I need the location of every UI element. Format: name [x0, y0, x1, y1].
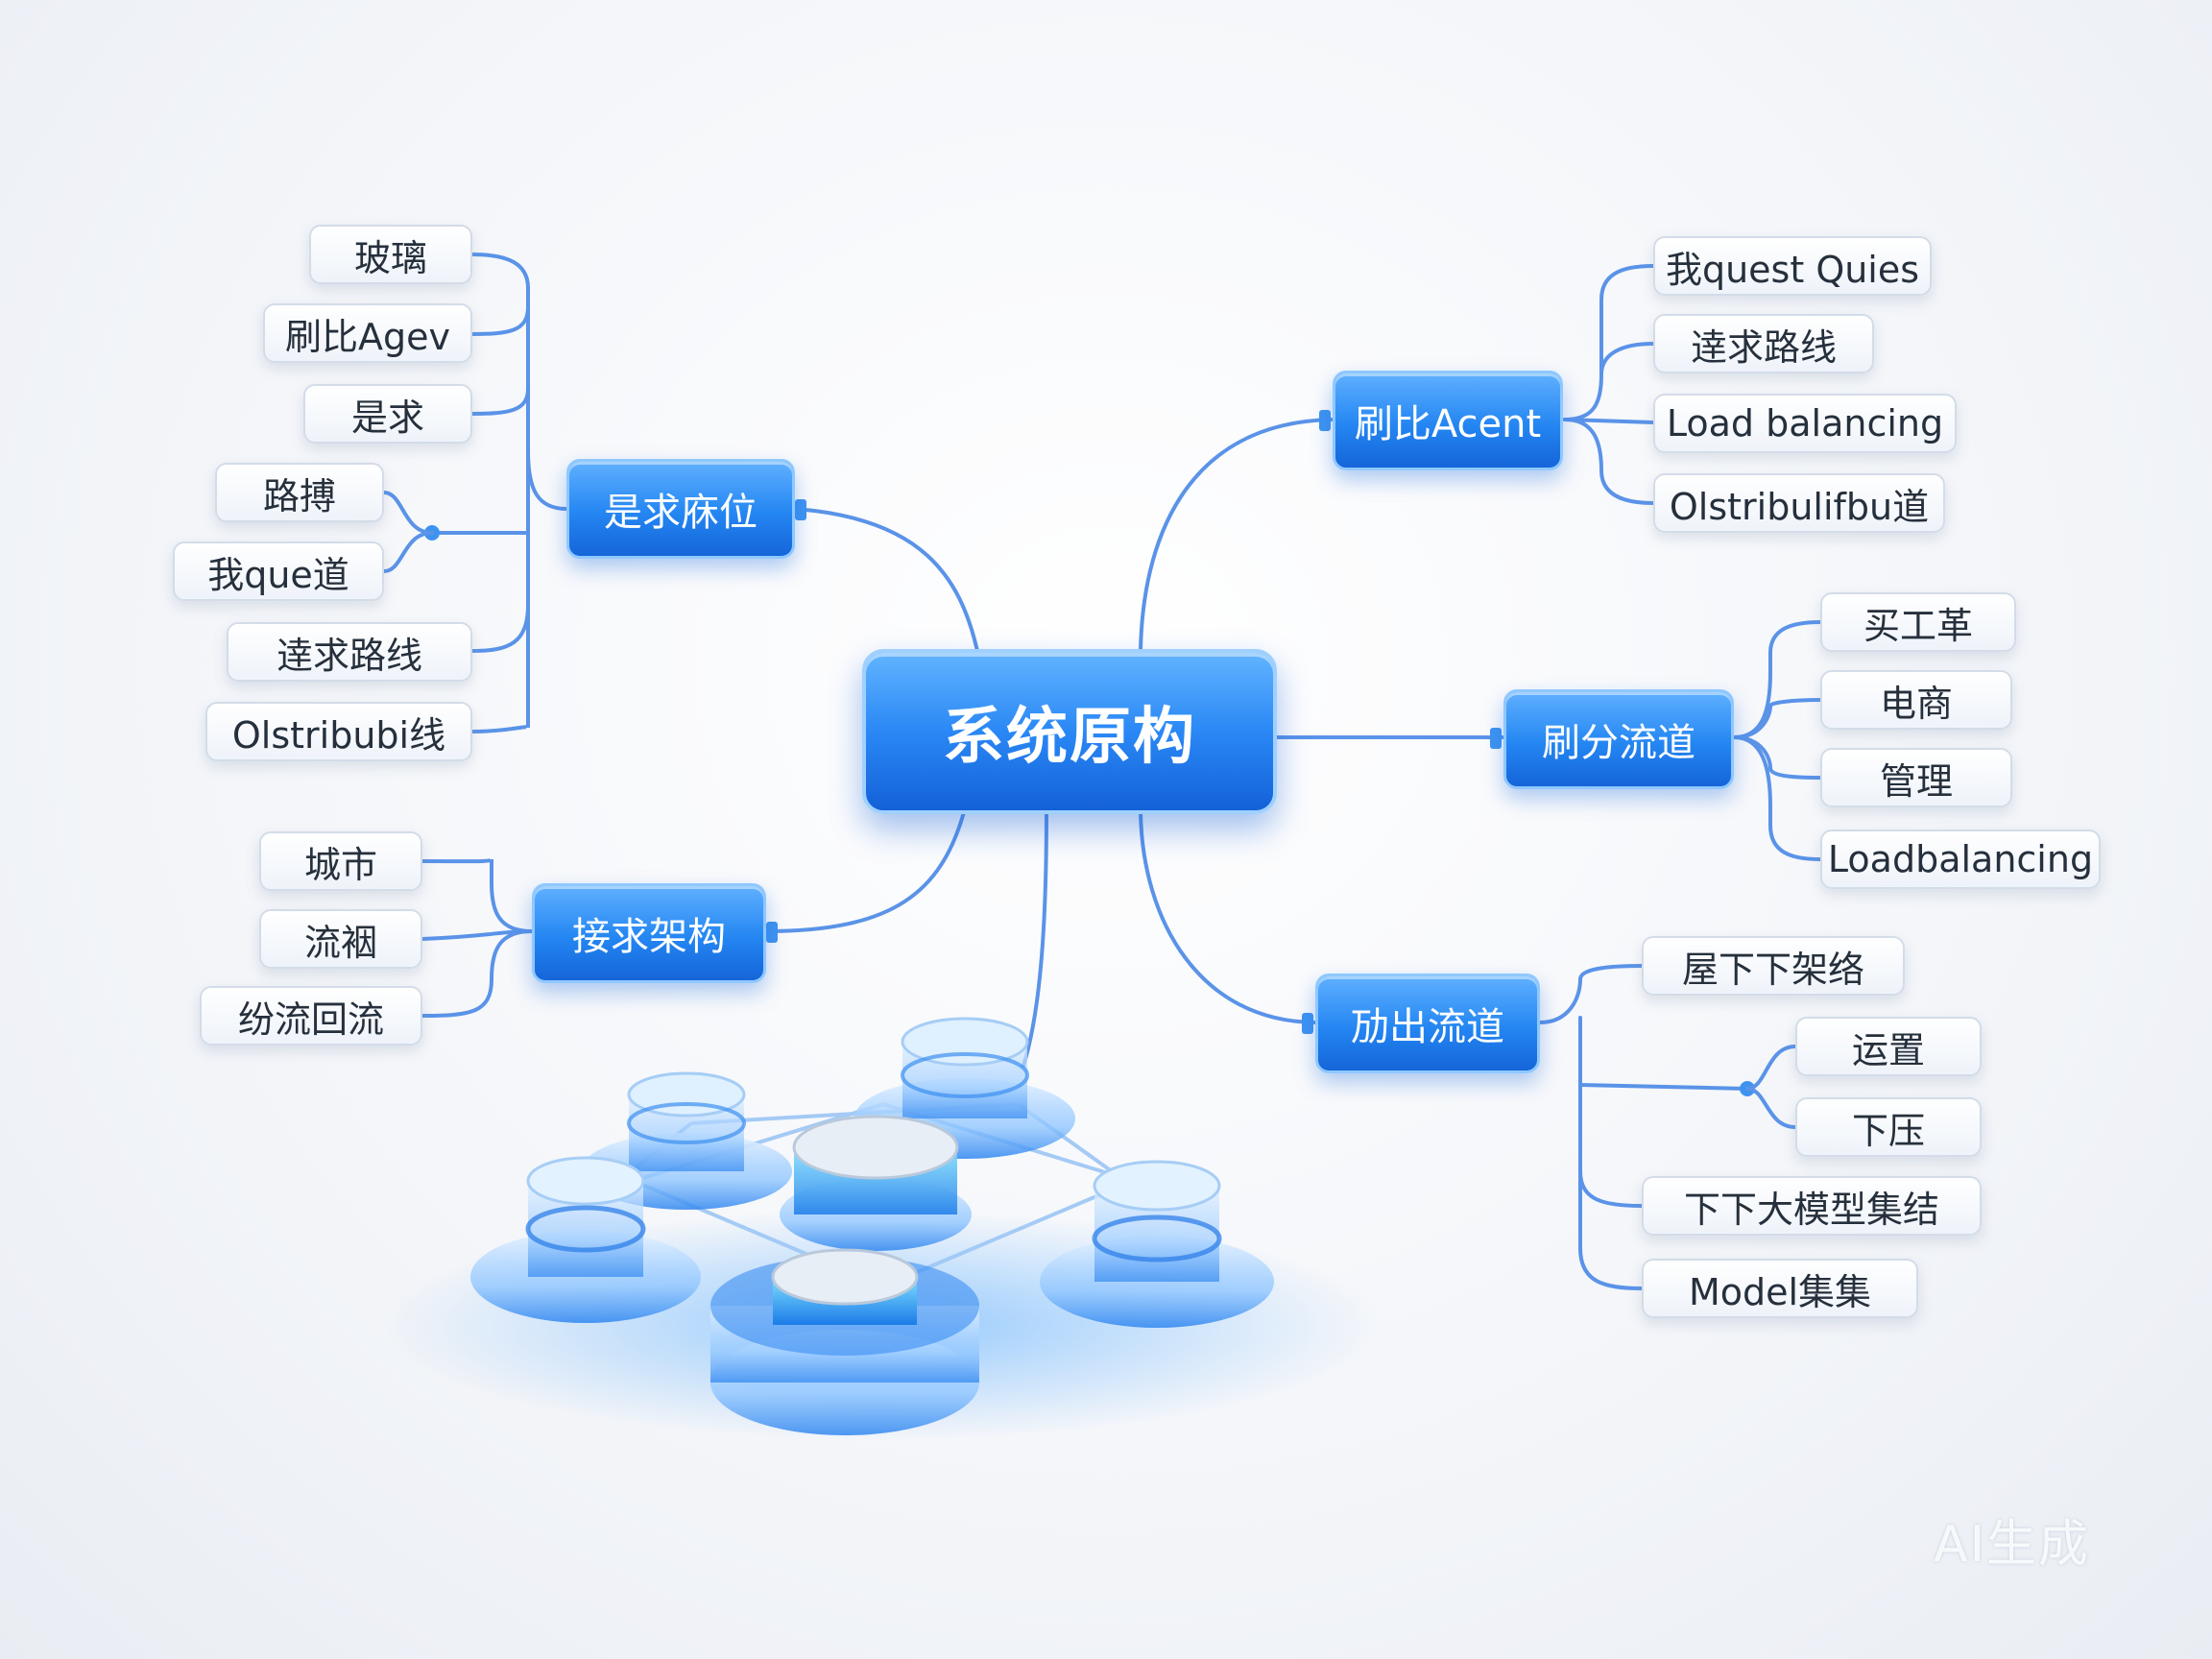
leaf-bottom-left-1[interactable]: 城市 — [259, 831, 422, 891]
leaf-bottom-left-2[interactable]: 流裀 — [259, 909, 422, 969]
leaf-top-left-4[interactable]: 路搏 — [215, 463, 384, 522]
leaf-top-right-3[interactable]: Load balancing — [1653, 394, 1957, 453]
link-center-top-right — [1139, 418, 1334, 653]
leaf-mid-right-3[interactable]: 管理 — [1820, 748, 2012, 807]
disc-left — [470, 1156, 701, 1323]
leaf-top-right-2[interactable]: 逹求路线 — [1653, 314, 1874, 373]
disc-right — [1040, 1160, 1274, 1328]
link-connector-stubs — [766, 410, 1502, 1034]
disc-center — [780, 1115, 972, 1251]
leaf-top-right-4[interactable]: Olstribulifbu道 — [1653, 473, 1945, 533]
leaf-bottom-right-1[interactable]: 屋下下架络 — [1642, 936, 1905, 996]
ai-generated-watermark: AI生成 — [1934, 1516, 2090, 1574]
leaf-top-left-5[interactable]: 我que道 — [173, 541, 384, 601]
leaf-mid-right-1[interactable]: 买工革 — [1820, 592, 2016, 652]
branch-node-top-right[interactable]: 刷比Acent — [1333, 371, 1563, 470]
link-center-bottom-right — [1139, 810, 1317, 1024]
leaf-mid-right-4[interactable]: Loadbalancing — [1820, 830, 2101, 889]
leaf-top-left-1[interactable]: 玻璃 — [309, 225, 472, 284]
branch-node-mid-right[interactable]: 刷分流道 — [1503, 689, 1734, 789]
leaf-bottom-right-4[interactable]: 下下大模型集结 — [1642, 1176, 1982, 1236]
leaf-bottom-right-2[interactable]: 运置 — [1795, 1017, 1982, 1076]
link-center-bottom-left — [764, 810, 966, 933]
leaf-bottom-left-3[interactable]: 纷流回流 — [200, 986, 422, 1046]
leaf-top-right-1[interactable]: 我quest Quies — [1653, 236, 1932, 296]
leaf-bottom-right-5[interactable]: Model集集 — [1642, 1259, 1918, 1318]
branch-node-top-left[interactable]: 是求庥位 — [566, 459, 795, 559]
leaf-top-left-7[interactable]: Olstribubi线 — [205, 702, 472, 761]
link-center-top-left — [793, 507, 979, 653]
leaf-top-left-3[interactable]: 是求 — [303, 384, 472, 444]
branch-node-bottom-right[interactable]: 劢出流道 — [1315, 974, 1540, 1073]
link-center-cluster — [1022, 810, 1048, 1068]
leaf-top-left-2[interactable]: 刷比Agev — [263, 303, 472, 363]
disc-back-right — [854, 1017, 1075, 1159]
leaf-bottom-right-3[interactable]: 下压 — [1795, 1097, 1982, 1157]
branch-node-bottom-left[interactable]: 接求架构 — [532, 883, 766, 983]
central-node[interactable]: 系统原构 — [862, 649, 1277, 814]
disc-front — [710, 1248, 979, 1435]
leaf-mid-right-2[interactable]: 电商 — [1820, 670, 2012, 730]
leaf-top-left-6[interactable]: 逹求路线 — [227, 622, 472, 682]
